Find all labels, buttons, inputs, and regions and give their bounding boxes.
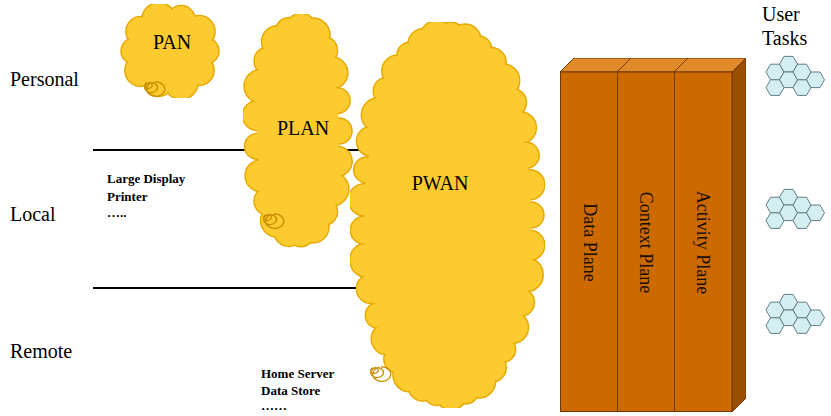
task-hexagon — [807, 72, 825, 88]
plane-front — [675, 72, 733, 412]
cloud-fill — [122, 4, 218, 98]
device-label: Large Display — [107, 172, 185, 187]
tier-label: Personal — [10, 68, 79, 91]
cloud-outline — [243, 14, 352, 247]
tier-label: Remote — [10, 340, 72, 363]
user-task-clusters — [766, 56, 825, 333]
cloud-label: PAN — [153, 31, 191, 54]
cloud-body — [257, 28, 339, 234]
task-hexagon — [807, 205, 825, 221]
plane-front — [561, 72, 619, 412]
cloud-swirl — [371, 367, 391, 381]
task-hexagon — [766, 318, 784, 334]
plane-bar: Activity Plane — [674, 58, 746, 412]
cloud-body — [364, 36, 531, 394]
device-label: Home Server — [261, 367, 334, 382]
device-label: …… — [261, 399, 287, 414]
cloud-outline — [121, 4, 219, 98]
task-hexagon — [807, 310, 825, 326]
plane-label: Context Plane — [636, 191, 657, 293]
cloud-label: PLAN — [277, 117, 329, 140]
cloud-fill — [243, 14, 351, 245]
plane-side — [732, 58, 746, 412]
plane-label: Data Plane — [579, 203, 600, 281]
cloud-outline — [350, 22, 545, 408]
cloud-swirl — [145, 82, 165, 96]
task-hexagon — [766, 213, 784, 229]
cloud-label: PWAN — [412, 172, 469, 195]
plane-top — [674, 58, 746, 72]
network-cloud: PWAN — [350, 22, 545, 408]
tier-label: Local — [10, 203, 56, 226]
cloud-shape — [350, 22, 545, 408]
network-cloud: PLAN — [243, 14, 353, 248]
device-label: Data Store — [261, 384, 320, 399]
cloud-body — [134, 18, 206, 84]
device-label: ….. — [107, 206, 127, 221]
network-cloud: PAN — [120, 4, 220, 98]
plane-front — [618, 72, 676, 412]
column-heading: User Tasks — [762, 2, 820, 50]
plane-label: Activity Plane — [693, 190, 714, 293]
cloud-swirl — [264, 214, 284, 228]
task-hexagon — [766, 80, 784, 96]
cloud-fill — [350, 22, 544, 408]
device-label: Printer — [107, 190, 147, 205]
